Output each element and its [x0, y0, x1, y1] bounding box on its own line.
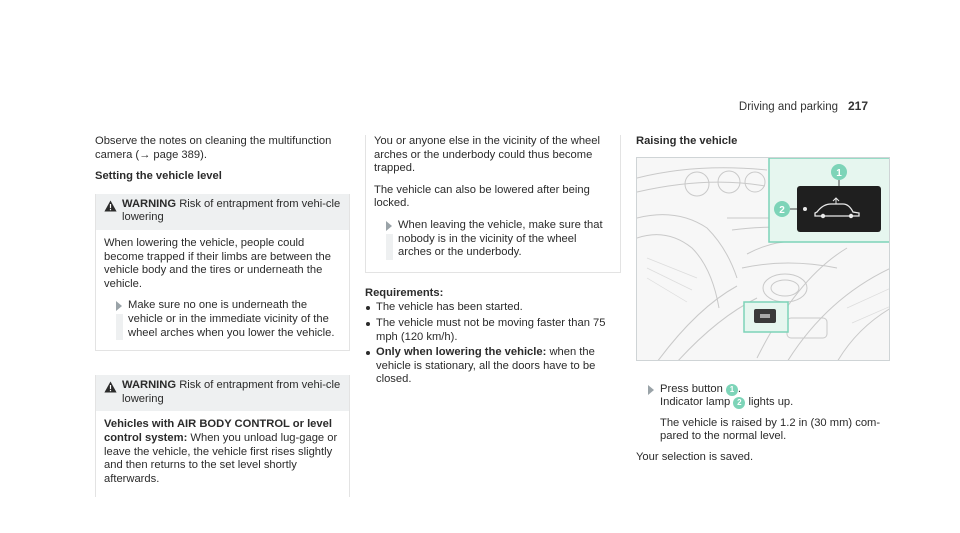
requirements-list: The vehicle has been started. The vehicl… — [365, 301, 621, 387]
arrow-right-icon — [648, 384, 654, 395]
column-3: Raising the vehicle — [636, 135, 890, 473]
intro-text: Observe the notes on cleaning the multif… — [95, 135, 332, 161]
section-title: Driving and parking — [738, 101, 838, 113]
warning-text-rest: When you unload lug-gage or leave the ve… — [104, 431, 338, 485]
warning-text: When lowering the vehicle, people could … — [104, 236, 331, 290]
warning-bold-text: Vehicles with AIR BODY CONTROL or level … — [104, 418, 332, 444]
action-step: Make sure no one is underneath the vehic… — [104, 299, 341, 341]
step-text: Indicator lamp — [660, 396, 734, 409]
warning-title: Risk of entrapment from vehi-cle lowerin… — [122, 379, 341, 405]
warning-triangle-icon — [104, 381, 117, 393]
warning-box-2: WARNING Risk of entrapment from vehi-cle… — [95, 375, 350, 498]
lamp-2-callout: 2 — [733, 397, 746, 410]
warning-header: WARNING Risk of entrapment from vehi-cle… — [96, 193, 349, 230]
callout-2-label: 2 — [779, 205, 785, 216]
section-heading: Setting the vehicle level — [95, 170, 222, 183]
column-1: Observe the notes on cleaning the multif… — [95, 135, 350, 509]
result-text: The vehicle is raised by 1.2 in (30 mm) … — [660, 416, 881, 443]
warning-continued: You or anyone else in the vicinity of th… — [365, 135, 621, 273]
action-text: Make sure no one is underneath the vehic… — [128, 299, 335, 339]
list-item: Only when lowering the vehicle: when the… — [365, 346, 621, 387]
warning-label: WARNING — [122, 197, 177, 210]
page-number: 217 — [847, 99, 868, 113]
action-step: Press button 1. Indicator lamp 2 lights … — [636, 383, 890, 444]
warning-text: Vehicles with AIR BODY CONTROL or level … — [104, 418, 341, 486]
step-text: lights up. — [745, 396, 794, 409]
warning-box: WARNING Risk of entrapment from vehi-cle… — [95, 193, 350, 352]
warning-body: Vehicles with AIR BODY CONTROL or level … — [96, 411, 349, 497]
final-text: Your selection is saved. — [636, 450, 754, 463]
step-line-2: Indicator lamp 2 lights up. — [660, 396, 890, 410]
console-drawing: 1 2 — [637, 157, 889, 360]
list-item-text: when the vehicle is stationary, all the … — [376, 346, 596, 386]
vehicle-console-illustration: 1 2 — [636, 156, 890, 361]
arrow-right-icon — [116, 301, 122, 312]
arrow-right-icon — [386, 220, 392, 231]
step-line-1: Press button 1. — [660, 383, 890, 397]
list-item-bold: Only when lowering the vehicle: — [376, 346, 547, 359]
step-text: Press button — [660, 382, 726, 395]
list-item: The vehicle must not be moving faster th… — [365, 317, 621, 344]
action-bar — [116, 314, 123, 341]
page-header: Driving and parking 217 — [0, 99, 960, 121]
callout-1-label: 1 — [836, 168, 842, 179]
warning-label: WARNING — [122, 379, 177, 392]
action-bar — [386, 233, 393, 260]
list-item: The vehicle has been started. — [365, 301, 621, 315]
column-2: You or anyone else in the vicinity of th… — [365, 135, 621, 389]
section-heading: Raising the vehicle — [636, 135, 738, 147]
warning-triangle-icon — [104, 200, 117, 212]
body-text: You or anyone else in the vicinity of th… — [374, 135, 600, 175]
action-step: When leaving the vehicle, make sure that… — [374, 219, 612, 260]
warning-title: Risk of entrapment from vehi-cle lowerin… — [122, 197, 341, 224]
body-text: The vehicle can also be lowered after be… — [374, 183, 590, 210]
warning-header: WARNING Risk of entrapment from vehi-cle… — [96, 375, 349, 412]
button-1-callout: 1 — [725, 383, 738, 396]
requirements-title: Requirements: — [365, 286, 444, 299]
warning-body: When lowering the vehicle, people could … — [96, 230, 349, 350]
step-text: . — [737, 382, 742, 395]
action-text: When leaving the vehicle, make sure that… — [398, 218, 603, 259]
